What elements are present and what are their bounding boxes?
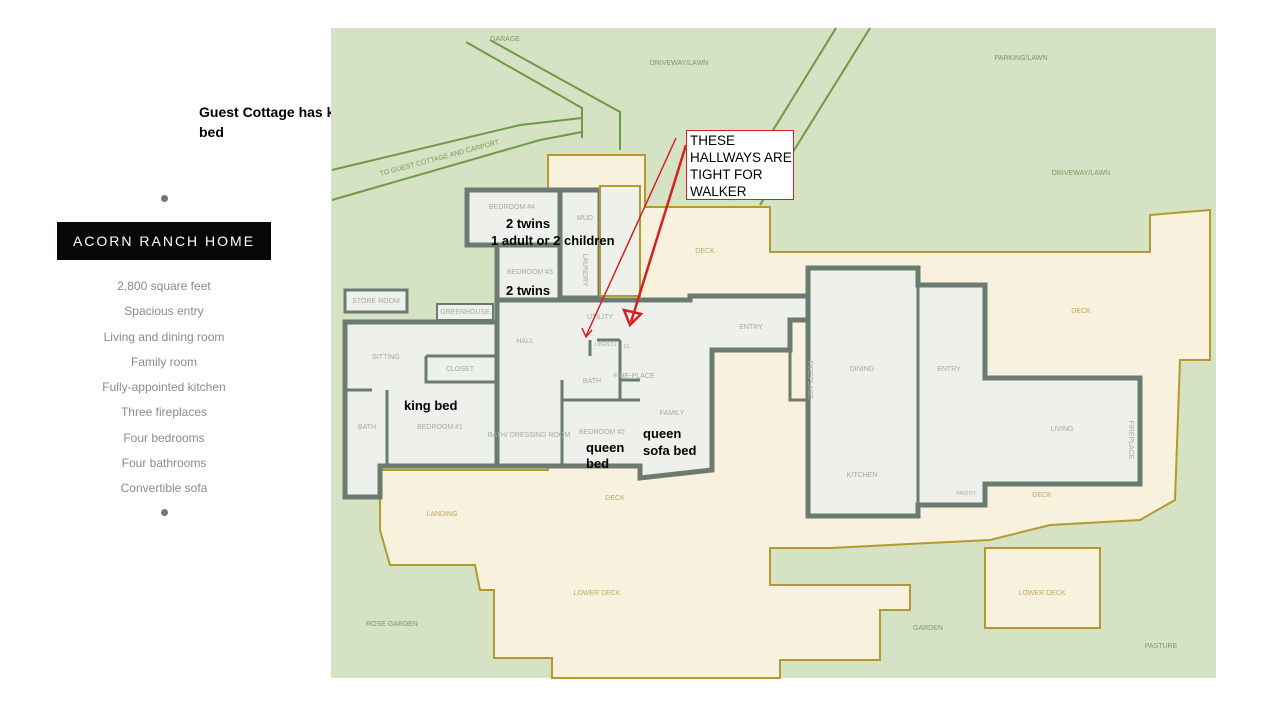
store-room (343, 288, 409, 314)
feature-item: Four bathrooms (121, 456, 207, 471)
label-landing: LANDING (426, 511, 457, 518)
label-garden: GARDEN (913, 625, 943, 632)
feature-item: Four bedrooms (123, 430, 205, 445)
label-room: CLOSET (446, 366, 475, 373)
label-room: ENTRY (739, 324, 763, 331)
annotation-bedroom1: king bed (404, 398, 458, 413)
label-room: LINEN CL (595, 342, 618, 348)
label-garage: GARAGE (490, 36, 520, 43)
feature-list: 2,800 square feet Spacious entry Living … (57, 276, 271, 504)
greenhouse (436, 303, 494, 321)
label-room: GREENHOUSE (440, 309, 490, 316)
label-room: SITTING (372, 354, 400, 361)
label-room: CL (624, 344, 631, 350)
label-parking: PARKING/LAWN (995, 55, 1048, 62)
label-room: FIRE-PLACE (613, 373, 655, 380)
deck-areas (379, 154, 1211, 679)
label-room: FIREPLACE (806, 361, 813, 400)
label-room: PANTRY (956, 491, 976, 497)
label-room: ENTRY (937, 366, 961, 373)
label-driveway: DRIVEWAY/LAWN (650, 60, 708, 67)
label-room: BATH (358, 424, 376, 431)
guest-cottage-note: Guest Cottage has king bed (199, 104, 356, 140)
annotation-family: sofa bed (643, 443, 697, 458)
feature-item: Family room (130, 354, 197, 369)
label-room: MUD (577, 215, 593, 222)
label-room: UTILITY (587, 314, 613, 321)
label-room: FAMILY (660, 410, 685, 417)
callout-arrows (581, 137, 688, 339)
property-title: ACORN RANCH HOME (57, 222, 271, 260)
label-room: STORE ROOM (352, 298, 400, 305)
lawn-area (331, 28, 1216, 678)
label-deck: DECK (695, 248, 715, 255)
bullet-dot (161, 509, 168, 516)
label-room: BEDROOM #4 (489, 204, 535, 211)
feature-item: Spacious entry (124, 304, 204, 319)
annotation-bedroom2: bed (586, 456, 609, 471)
label-rose-garden: ROSE GARDEN (366, 621, 418, 628)
label-deck: DECK (1071, 308, 1091, 315)
label-room: BEDROOM #3 (507, 269, 553, 276)
label-room: KITCHEN (847, 472, 878, 479)
label-room: DINING (850, 366, 875, 373)
planter (599, 185, 641, 297)
feature-item: Three fireplaces (120, 405, 208, 420)
label-room: FIREPLACE (1127, 421, 1134, 460)
annotation-bedroom4: 2 twins (506, 216, 550, 231)
feature-item: Convertible sofa (120, 481, 208, 496)
house-walls (342, 187, 1143, 519)
label-room: BEDROOM #2 (579, 429, 625, 436)
label-room: LAUNDRY (581, 253, 588, 287)
label-driveway: DRIVEWAY/LAWN (1052, 170, 1110, 177)
annotation-bedroom4: 1 adult or 2 children (491, 233, 615, 248)
bullet-dot (161, 195, 168, 202)
feature-item: 2,800 square feet (117, 279, 211, 293)
label-lower-deck: LOWER DECK (1018, 590, 1065, 597)
annotation-bedroom3: 2 twins (506, 283, 550, 298)
interior-walls (345, 285, 920, 505)
feature-item: Fully-appointed kitchen (102, 380, 226, 395)
label-pasture: PASTURE (1145, 643, 1178, 650)
label-room: LIVING (1051, 426, 1074, 433)
label-deck: DECK (1032, 492, 1052, 499)
label-cottage-road: TO GUEST COTTAGE AND CARPORT (379, 139, 500, 178)
label-room: HALL (516, 338, 534, 345)
annotation-bedroom2: queen (586, 440, 624, 455)
walker-callout: THESE HALLWAYS ARE TIGHT FOR WALKER (686, 130, 794, 200)
label-room: BATH/ DRESSING ROOM (488, 432, 570, 439)
label-room: BEDROOM #1 (417, 424, 463, 431)
annotation-family: queen (643, 426, 681, 441)
feature-item: Living and dining room (103, 329, 225, 344)
label-deck: DECK (605, 495, 625, 502)
label-lower-deck: LOWER DECK (573, 590, 620, 597)
label-room: BATH (583, 378, 601, 385)
